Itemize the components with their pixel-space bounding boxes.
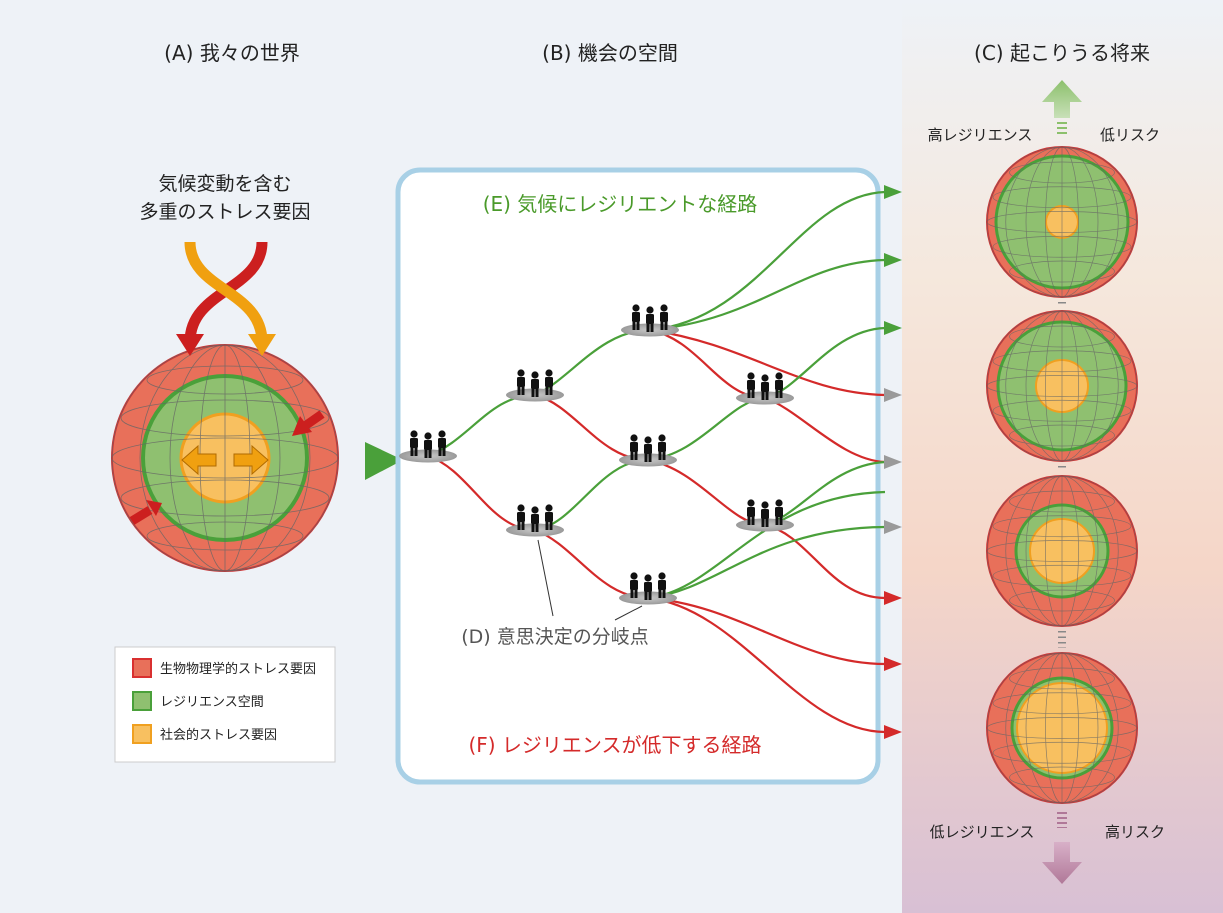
legend: 生物物理学的ストレス要因 レジリエンス空間 社会的ストレス要因 bbox=[114, 646, 336, 763]
endpoint-gray-2 bbox=[884, 455, 902, 469]
decision-node bbox=[621, 304, 679, 337]
decision-node bbox=[619, 572, 677, 605]
legend-label-social: 社会的ストレス要因 bbox=[160, 727, 277, 743]
social-stress-arrows-icon bbox=[181, 444, 269, 476]
down-arrow-icon bbox=[1042, 842, 1082, 884]
resilient-pathway-label: (E) 気候にレジリエントな経路 bbox=[483, 192, 758, 216]
future-globe bbox=[986, 652, 1138, 804]
entry-arrow-icon bbox=[365, 442, 403, 480]
opportunity-space-box bbox=[395, 167, 881, 785]
legend-swatch-resilience bbox=[132, 691, 152, 711]
decision-pointer-line-2 bbox=[614, 605, 643, 621]
endpoint-gray-3 bbox=[884, 520, 902, 534]
world-globe bbox=[111, 241, 339, 572]
legend-swatch-social bbox=[132, 724, 152, 744]
endpoint-green-2 bbox=[884, 253, 902, 267]
red-arrow-right-icon bbox=[292, 410, 325, 436]
decision-node bbox=[736, 372, 794, 405]
section-c-title: (C) 起こりうる将来 bbox=[974, 41, 1150, 65]
decision-node bbox=[619, 434, 677, 467]
future-globe bbox=[986, 146, 1138, 298]
decision-point-label: (D) 意思決定の分岐点 bbox=[461, 626, 649, 648]
pathway-endpoints bbox=[884, 185, 902, 739]
future-top-left-label: 高レジリエンス bbox=[928, 126, 1033, 144]
endpoint-red-1 bbox=[884, 591, 902, 605]
declining-pathway-label: (F) レジリエンスが低下する経路 bbox=[468, 733, 761, 757]
future-bottom-left-label: 低レジリエンス bbox=[930, 823, 1035, 841]
decision-pointer-line-1 bbox=[537, 539, 554, 617]
decision-node bbox=[506, 369, 564, 402]
endpoint-green-3 bbox=[884, 321, 902, 335]
future-top-right-label: 低リスク bbox=[1100, 126, 1160, 144]
endpoint-red-2 bbox=[884, 657, 902, 671]
legend-swatch-biophysical bbox=[132, 658, 152, 678]
endpoint-red-3 bbox=[884, 725, 902, 739]
stressors-line1: 気候変動を含む bbox=[158, 173, 291, 195]
decision-node bbox=[736, 499, 794, 532]
red-arrow-left-icon bbox=[129, 500, 162, 525]
legend-label-biophysical: 生物物理学的ストレス要因 bbox=[160, 661, 316, 677]
future-bottom-right-label: 高リスク bbox=[1105, 823, 1165, 841]
section-b-title: (B) 機会の空間 bbox=[542, 41, 678, 65]
decision-node bbox=[399, 430, 457, 463]
endpoint-gray-1 bbox=[884, 388, 902, 402]
decision-node bbox=[506, 504, 564, 537]
endpoint-green-1 bbox=[884, 185, 902, 199]
future-globe bbox=[986, 310, 1138, 462]
legend-label-resilience: レジリエンス空間 bbox=[160, 695, 264, 710]
section-a-title: (A) 我々の世界 bbox=[164, 41, 300, 65]
up-arrow-icon bbox=[1042, 80, 1082, 118]
stressors-line2: 多重のストレス要因 bbox=[139, 201, 310, 223]
future-globe bbox=[986, 475, 1138, 627]
